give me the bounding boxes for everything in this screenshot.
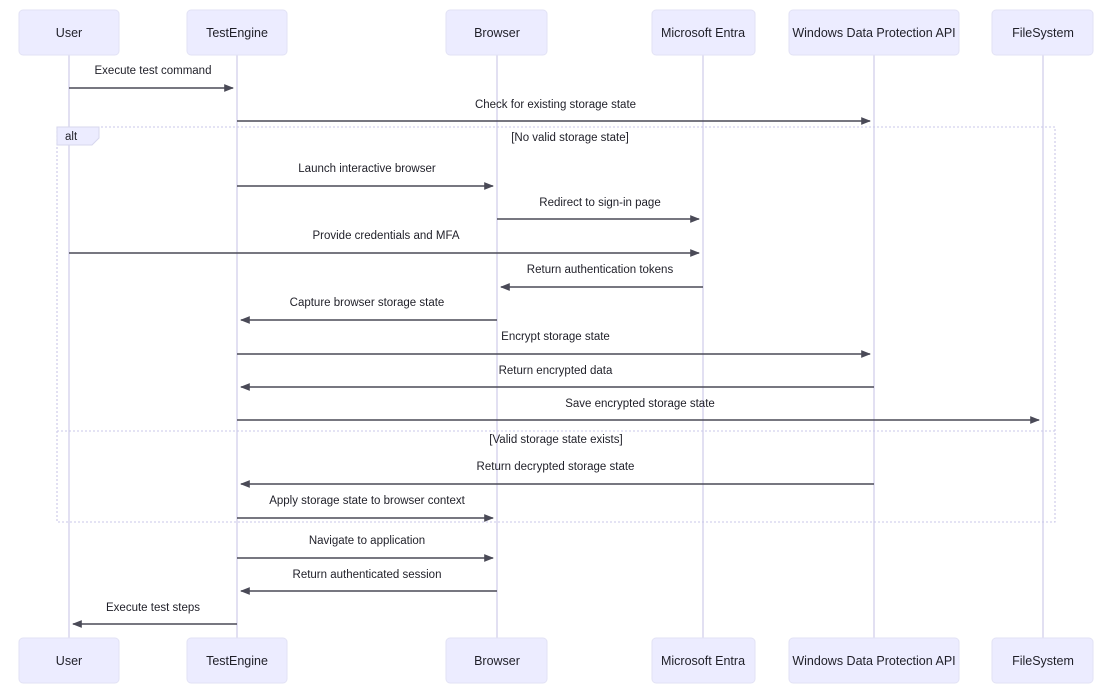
participant-box-browser-bottom[interactable]: [445, 637, 548, 684]
participant-boxes-top: User TestEngine Browser Microsoft Entra Wind…: [18, 9, 1094, 56]
participant-box-fs-bottom[interactable]: [991, 637, 1094, 684]
message-label-m1: Execute test command: [95, 65, 212, 77]
message-label-m14: Return authenticated session: [293, 569, 442, 581]
participant-box-entra-top[interactable]: [651, 9, 756, 56]
participant-label-browser-bottom: Browser: [474, 654, 520, 668]
participant-box-browser-top[interactable]: [445, 9, 548, 56]
participant-box-entra-bottom[interactable]: [651, 637, 756, 684]
alt-fragment: [No valid storage state] [Valid storage s…: [56, 126, 1056, 523]
participant-label-browser-top: Browser: [474, 26, 520, 40]
participant-label-fs-bottom: FileSystem: [1012, 654, 1074, 668]
message-label-m9: Return encrypted data: [499, 365, 613, 377]
participant-box-fs-top[interactable]: [991, 9, 1094, 56]
message-label-m5: Provide credentials and MFA: [312, 230, 459, 242]
message-label-m13: Navigate to application: [309, 535, 425, 547]
message-label-m4: Redirect to sign-in page: [539, 197, 660, 209]
participant-label-dpapi-top: Windows Data Protection API: [792, 26, 955, 40]
alt-frame-border: [56, 126, 1056, 523]
alt-keyword-tab: [56, 126, 100, 146]
participant-box-user-bottom[interactable]: [18, 637, 120, 684]
participant-label-entra-top: Microsoft Entra: [661, 26, 745, 40]
participant-boxes-bottom: User TestEngine Browser Microsoft Entra Wind…: [18, 637, 1094, 684]
message-label-m3: Launch interactive browser: [298, 163, 436, 175]
message-label-m11: Return decrypted storage state: [477, 461, 635, 473]
participant-box-engine-top[interactable]: [186, 9, 288, 56]
lifelines-group: [68, 55, 1044, 638]
participant-box-dpapi-bottom[interactable]: [788, 637, 960, 684]
message-label-m7: Capture browser storage state: [290, 297, 445, 309]
alt-keyword-label: alt: [65, 131, 78, 143]
participant-label-user-top: User: [56, 26, 82, 40]
participant-label-entra-bottom: Microsoft Entra: [661, 654, 745, 668]
alt-condition-branch1: [No valid storage state]: [511, 132, 629, 144]
message-label-m8: Encrypt storage state: [501, 331, 610, 343]
participant-label-engine-top: TestEngine: [206, 26, 268, 40]
message-label-m15: Execute test steps: [106, 602, 200, 614]
message-label-m6: Return authentication tokens: [527, 264, 674, 276]
message-label-m10: Save encrypted storage state: [565, 398, 715, 410]
alt-condition-branch2: [Valid storage state exists]: [489, 434, 622, 446]
participant-label-engine-bottom: TestEngine: [206, 654, 268, 668]
participant-label-fs-top: FileSystem: [1012, 26, 1074, 40]
participant-label-user-bottom: User: [56, 654, 82, 668]
participant-box-user-top[interactable]: [18, 9, 120, 56]
participant-label-dpapi-bottom: Windows Data Protection API: [792, 654, 955, 668]
message-label-m12: Apply storage state to browser context: [269, 495, 465, 507]
participant-box-engine-bottom[interactable]: [186, 637, 288, 684]
participant-box-dpapi-top[interactable]: [788, 9, 960, 56]
message-label-m2: Check for existing storage state: [475, 99, 636, 111]
